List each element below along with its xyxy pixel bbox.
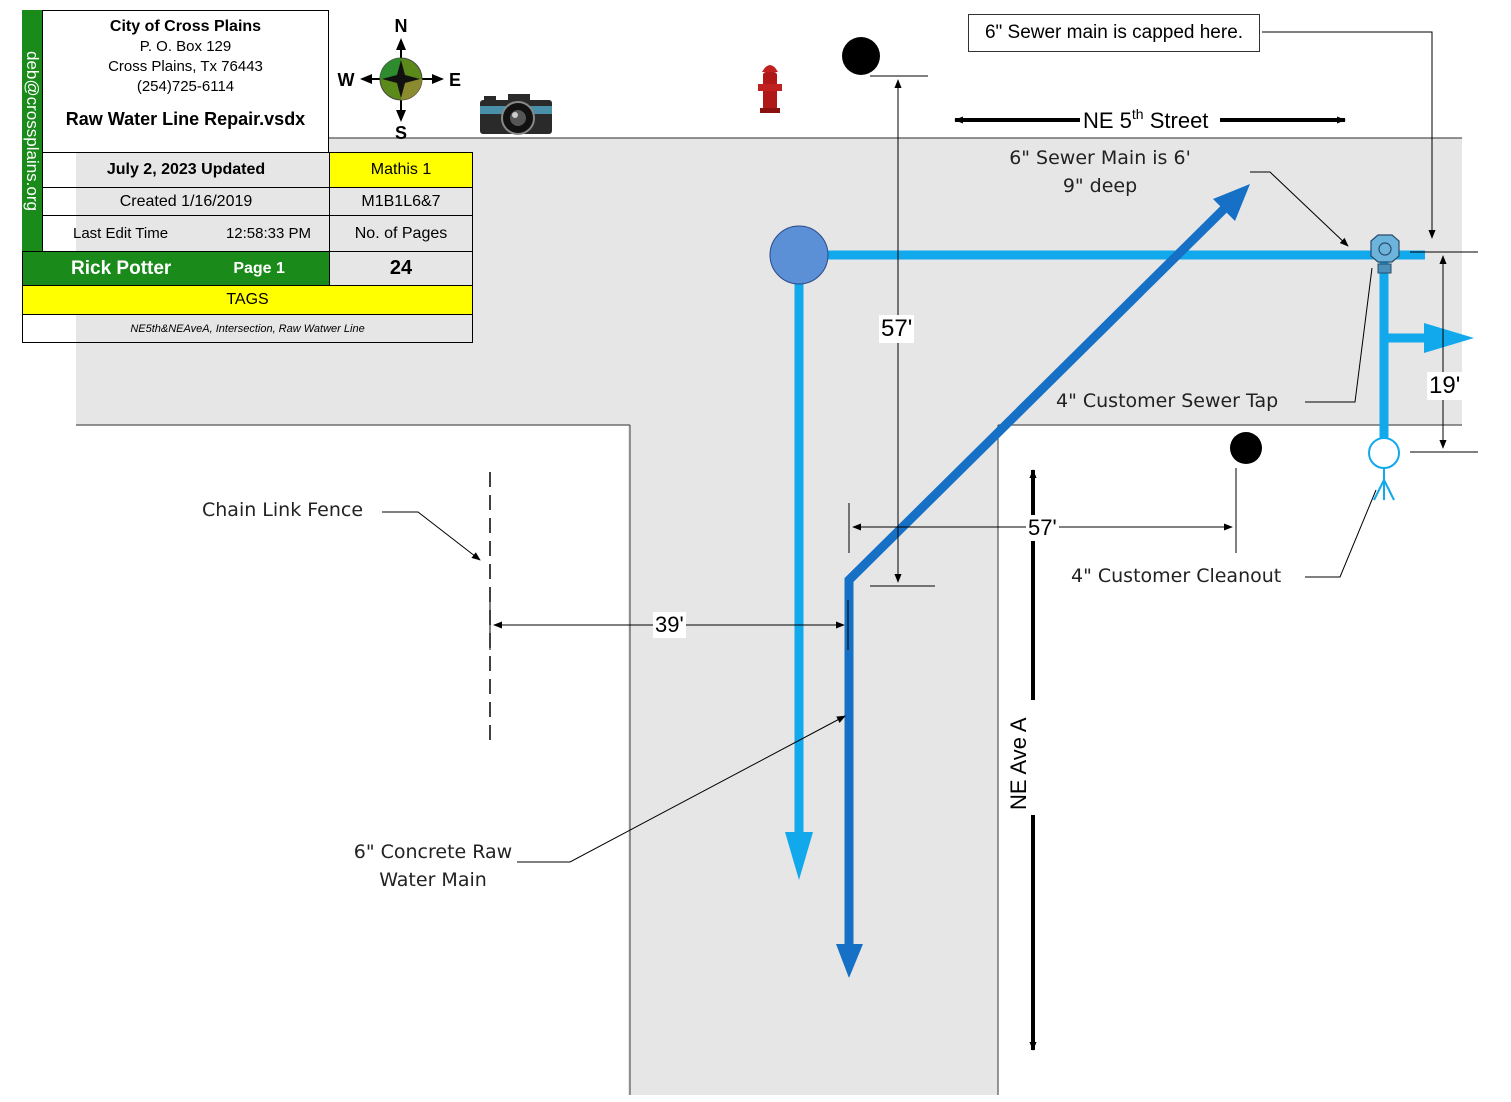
- tags-header-cell: TAGS: [22, 285, 473, 315]
- ne-ave-a-road: [628, 423, 998, 1095]
- arrow-dark-down: [836, 944, 863, 978]
- sewer-depth-label: 6" Sewer Main is 6' 9" deep: [1000, 144, 1200, 200]
- author-cell: Rick Potter Page 1: [22, 251, 330, 286]
- cleanout-marker: [1230, 432, 1262, 464]
- raw-water-line-light: [794, 250, 1425, 835]
- compass-e: E: [449, 70, 461, 90]
- dim-19: 19': [1427, 372, 1463, 400]
- camera-icon[interactable]: [480, 94, 552, 135]
- org-info-box: City of Cross Plains P. O. Box 129 Cross…: [42, 10, 329, 153]
- capped-note-box: 6" Sewer main is capped here.: [968, 14, 1260, 52]
- email-bar: deb@crossplains.org: [22, 10, 42, 252]
- grid-ref-cell: M1B1L6&7: [329, 187, 473, 216]
- pages-label-cell: No. of Pages: [329, 215, 473, 252]
- updated-cell: July 2, 2023 Updated: [42, 152, 330, 188]
- last-edit-label: Last Edit Time: [73, 225, 169, 242]
- compass-rose-icon: [360, 38, 444, 122]
- pages-count-cell: 24: [329, 251, 473, 286]
- dim-39: 39': [653, 612, 686, 638]
- dim-57-vertical: 57': [879, 315, 915, 343]
- compass-n: N: [395, 16, 408, 36]
- water-main-label: 6" Concrete Raw Water Main: [348, 838, 518, 894]
- file-name: Raw Water Line Repair.vsdx: [65, 109, 306, 129]
- org-address-2: Cross Plains, Tx 76443: [108, 58, 263, 75]
- org-name: City of Cross Plains: [109, 18, 262, 35]
- raw-water-main-dark: [844, 201, 1232, 945]
- page-number: Page 1: [233, 259, 285, 277]
- street-name-ne-ave-a: NE Ave A: [1006, 717, 1031, 810]
- sewer-depth-line-2: 9" deep: [1062, 175, 1138, 197]
- last-edit-cell: Last Edit Time 12:58:33 PM: [42, 215, 330, 252]
- roads: [76, 137, 1462, 1095]
- dim-57-horizontal: 57': [1026, 515, 1059, 541]
- arrow-light-right: [1424, 323, 1474, 353]
- tags-cell: NE5th&NEAveA, Intersection, Raw Watwer L…: [22, 314, 473, 343]
- manhole-icon[interactable]: [769, 225, 829, 285]
- created-cell: Created 1/16/2019: [42, 187, 330, 216]
- customer-tap-label: 4" Customer Sewer Tap: [1056, 390, 1279, 412]
- water-main-line-2: Water Main: [379, 869, 487, 891]
- last-edit-time: 12:58:33 PM: [225, 225, 311, 242]
- street-name-ne-5th: NE 5th Street: [1083, 106, 1208, 133]
- sewer-tap-icon[interactable]: [1370, 234, 1400, 274]
- author-name: Rick Potter: [71, 257, 172, 279]
- org-phone: (254)725-6114: [136, 78, 235, 95]
- cleanout-icon[interactable]: [1368, 437, 1400, 501]
- utility-pole-marker: [842, 37, 880, 75]
- email-text[interactable]: deb@crossplains.org: [23, 51, 42, 211]
- customer-cleanout-label: 4" Customer Cleanout: [1071, 565, 1282, 587]
- compass-w: W: [338, 70, 355, 90]
- org-address-1: P. O. Box 129: [139, 38, 232, 55]
- chain-fence-label: Chain Link Fence: [202, 499, 364, 521]
- map-ref-cell: Mathis 1: [329, 152, 473, 188]
- compass-s: S: [395, 123, 407, 143]
- sewer-depth-line-1: 6" Sewer Main is 6': [1009, 147, 1191, 169]
- arrow-light-down: [785, 832, 813, 880]
- leader-lines: [382, 31, 1436, 863]
- water-main-line-1: 6" Concrete Raw: [353, 841, 513, 863]
- fire-hydrant-icon: [758, 65, 782, 113]
- arrow-dark-ne: [1213, 184, 1250, 221]
